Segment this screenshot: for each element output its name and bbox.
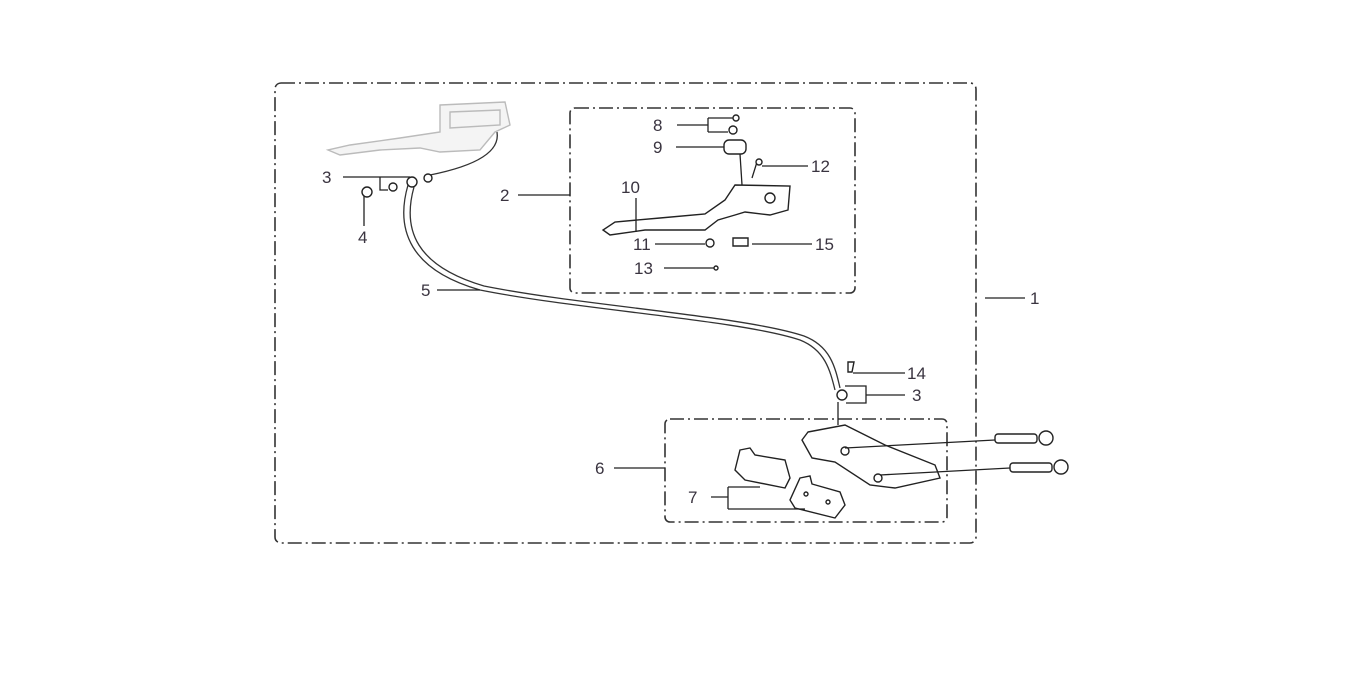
callout-11: 11 [633, 235, 651, 254]
brake-hose-5 [403, 184, 841, 391]
callout-5: 5 [421, 281, 430, 300]
leader-lines [343, 117, 1025, 510]
banjo-bolt-upper [361, 173, 433, 198]
callout-12: 12 [811, 157, 830, 176]
brake-pads-7 [734, 447, 846, 519]
callout-7: 7 [688, 488, 697, 507]
upper-hose-line [429, 131, 498, 176]
callout-9: 9 [653, 138, 662, 157]
ghost-master-cylinder [325, 101, 511, 156]
caliper-frame-6 [664, 418, 948, 523]
callout-8: 8 [653, 116, 662, 135]
callout-3-upper: 3 [322, 168, 331, 187]
brake-caliper [801, 361, 1069, 489]
callout-2: 2 [500, 186, 509, 205]
callout-6: 6 [595, 459, 604, 478]
assembly-frame-1 [274, 82, 977, 544]
callout-4: 4 [358, 228, 367, 247]
master-cylinder-frame-2 [569, 107, 856, 294]
callout-1: 1 [1030, 289, 1039, 308]
callout-10: 10 [621, 178, 640, 197]
callout-3-lower: 3 [912, 386, 921, 405]
callout-14: 14 [907, 364, 926, 383]
callout-13: 13 [634, 259, 653, 278]
callout-15: 15 [815, 235, 834, 254]
